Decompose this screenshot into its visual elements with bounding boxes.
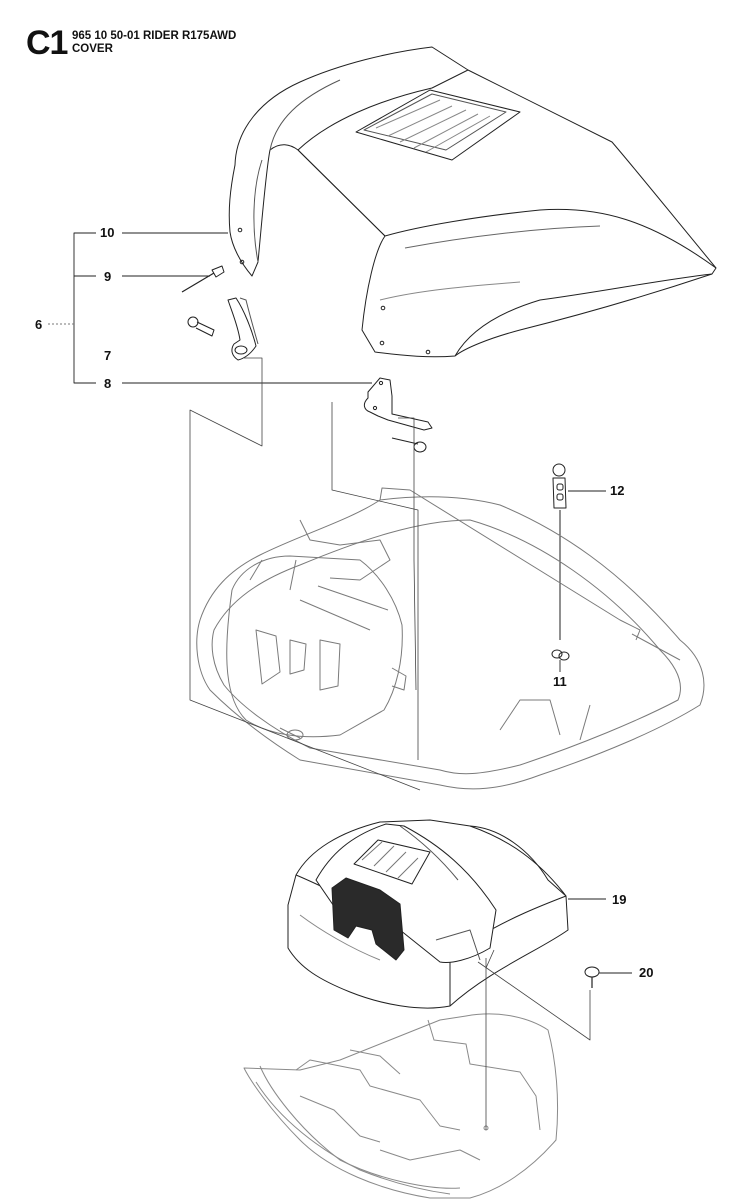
hood-cover (228, 46, 717, 358)
callout-7: 7 (104, 348, 112, 363)
strap-part-12 (552, 463, 567, 640)
header-text: 965 10 50-01 RIDER R175AWD COVER (72, 30, 236, 56)
bolt-right (391, 437, 427, 453)
bolt-left (187, 316, 215, 337)
pin-part-9 (181, 265, 225, 293)
dash-cover-part-19 (287, 819, 569, 1009)
assembly-name: COVER (72, 43, 113, 55)
callout-20: 20 (639, 965, 654, 980)
bracket-part-8 (363, 377, 433, 431)
chassis-frame (196, 487, 705, 790)
lower-frame (243, 1013, 559, 1199)
callout-19: 19 (612, 892, 627, 907)
callout-12: 12 (610, 483, 625, 498)
callout-11: 11 (553, 674, 567, 689)
alignment-lines (189, 357, 591, 1130)
screw-part-20 (584, 966, 600, 988)
section-code: C1 (26, 24, 68, 62)
hinge-bracket-part-7 (227, 297, 259, 361)
model-line: 965 10 50-01 RIDER R175AWD (72, 30, 237, 42)
callout-6: 6 (35, 317, 43, 332)
callout-8: 8 (104, 376, 112, 391)
leader-lines (48, 232, 632, 974)
ring-part-11 (551, 649, 570, 661)
callout-10: 10 (100, 225, 115, 240)
callout-9: 9 (104, 269, 112, 284)
